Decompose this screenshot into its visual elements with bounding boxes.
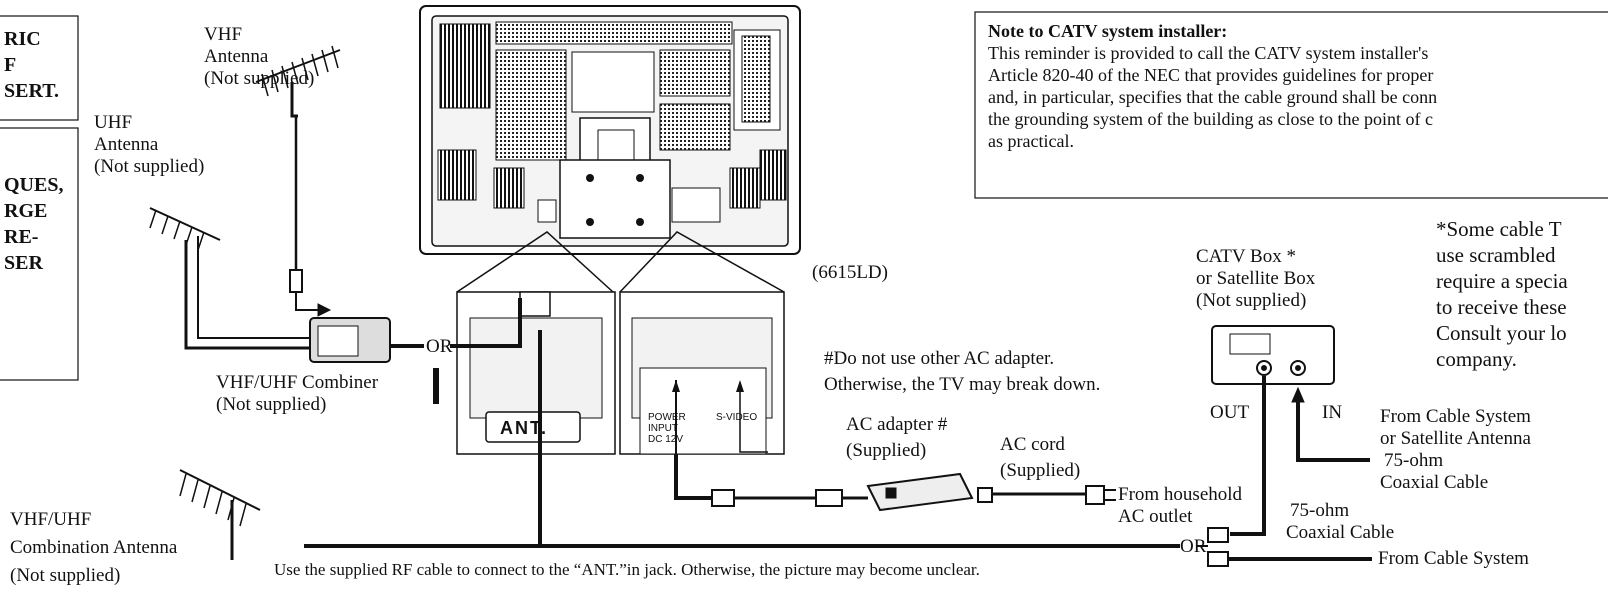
- cable-in-label: From Cable System or Satellite Antenna 7…: [1380, 406, 1531, 493]
- left-box-1-text: RIC F SERT.: [4, 28, 60, 102]
- catv-box-label: CATV Box * or Satellite Box (Not supplie…: [1196, 246, 1316, 311]
- uhf-antenna-label: UHF Antenna (Not supplied): [94, 112, 205, 177]
- uhf-antenna-drawing: [149, 207, 310, 350]
- zoom-callout-ant: [456, 231, 616, 455]
- tv-back-panel: [419, 5, 801, 255]
- zoom-callout-power: [619, 231, 785, 455]
- ac-cord-label: AC cord (Supplied): [1000, 434, 1081, 481]
- vhf-antenna-drawing: [255, 45, 341, 293]
- coax-bottom-label: 75-ohm Coaxial Cable: [1286, 500, 1395, 543]
- scramble-note: *Some cable T use scrambled require a sp…: [1436, 217, 1568, 371]
- power-input-label: POWER INPUT DC 12V: [648, 412, 686, 445]
- or-label-combiner: OR: [426, 336, 453, 357]
- left-box-2-text: QUES, RGE RE- SER: [4, 174, 64, 274]
- left-box-1: [0, 15, 79, 121]
- left-box-2: [0, 127, 79, 381]
- adapter-note: #Do not use other AC adapter. Otherwise,…: [824, 348, 1101, 395]
- catv-in-label: IN: [1322, 402, 1343, 423]
- catv-installer-note: Note to CATV system installer: This remi…: [988, 21, 1438, 151]
- combination-antenna-label: VHF/UHF Combination Antenna (Not supplie…: [10, 509, 178, 586]
- combination-antenna-drawing: [179, 469, 1180, 560]
- ac-adapter-label: AC adapter # (Supplied): [846, 414, 948, 461]
- or-label-bottom: OR: [1180, 536, 1207, 557]
- ant-jack-label: ANT.: [500, 418, 548, 438]
- household-outlet-label: From household AC outlet: [1118, 484, 1243, 527]
- combiner-drawing: [295, 292, 424, 363]
- catv-out-label: OUT: [1210, 402, 1250, 423]
- footer-instruction: Use the supplied RF cable to connect to …: [274, 560, 980, 579]
- from-cable-system-label: From Cable System: [1378, 548, 1529, 569]
- tv-model-label: (6615LD): [812, 262, 888, 283]
- catv-box-drawing: [1196, 325, 1372, 567]
- combiner-label: VHF/UHF Combiner (Not supplied): [216, 372, 379, 415]
- ant-cables: [433, 298, 542, 546]
- svideo-label: S-VIDEO: [716, 412, 758, 423]
- catv-note-box: [974, 11, 1608, 199]
- power-cable: [674, 454, 1116, 512]
- vhf-antenna-label: VHF Antenna (Not supplied): [204, 24, 315, 89]
